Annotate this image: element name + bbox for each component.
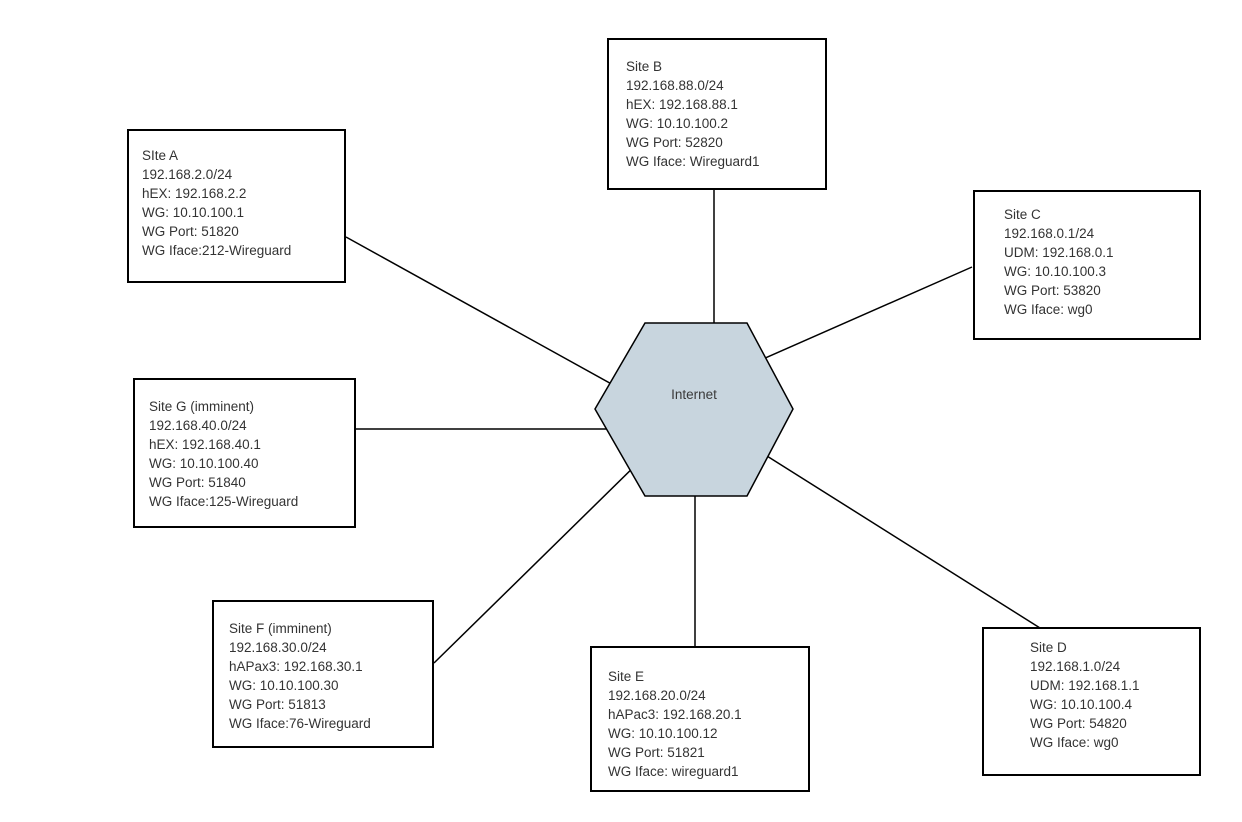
site-b-wg-port: WG Port: 52820 <box>626 135 723 150</box>
internet-hexagon <box>594 322 794 497</box>
site-b-wg-iface: WG Iface: Wireguard1 <box>626 154 760 169</box>
site-g-wg-iface: WG Iface:125-Wireguard <box>149 494 299 509</box>
site-d-title: Site D <box>1030 640 1067 655</box>
site-a-subnet: 192.168.2.0/24 <box>142 167 233 182</box>
site-a-router: hEX: 192.168.2.2 <box>142 186 247 201</box>
site-b-subnet: 192.168.88.0/24 <box>626 78 724 93</box>
site-f-subnet: 192.168.30.0/24 <box>229 640 327 655</box>
site-g-wg-ip: WG: 10.10.100.40 <box>149 456 259 471</box>
site-a-node: SIte A 192.168.2.0/24 hEX: 192.168.2.2 W… <box>127 129 346 283</box>
site-d-node: Site D 192.168.1.0/24 UDM: 192.168.1.1 W… <box>982 627 1201 776</box>
site-a-wg-ip: WG: 10.10.100.1 <box>142 205 245 220</box>
site-g-title: Site G (imminent) <box>149 399 255 414</box>
site-a-wg-port: WG Port: 51820 <box>142 224 239 239</box>
site-g-router: hEX: 192.168.40.1 <box>149 437 261 452</box>
site-e-wg-ip: WG: 10.10.100.12 <box>608 726 718 741</box>
site-c-wg-ip: WG: 10.10.100.3 <box>1004 264 1107 279</box>
site-a-title: SIte A <box>142 148 179 163</box>
site-b-node: Site B 192.168.88.0/24 hEX: 192.168.88.1… <box>607 38 827 190</box>
site-e-node: Site E 192.168.20.0/24 hAPac3: 192.168.2… <box>590 646 810 792</box>
site-f-wg-iface: WG Iface:76-Wireguard <box>229 716 371 731</box>
site-a-wg-iface: WG Iface:212-Wireguard <box>142 243 292 258</box>
site-f-router: hAPax3: 192.168.30.1 <box>229 659 363 674</box>
site-d-subnet: 192.168.1.0/24 <box>1030 659 1121 674</box>
site-f-wg-port: WG Port: 51813 <box>229 697 326 712</box>
site-f-wg-ip: WG: 10.10.100.30 <box>229 678 339 693</box>
site-d-wg-port: WG Port: 54820 <box>1030 716 1127 731</box>
site-f-title: Site F (imminent) <box>229 621 332 636</box>
site-e-router: hAPac3: 192.168.20.1 <box>608 707 742 722</box>
site-d-router: UDM: 192.168.1.1 <box>1030 678 1140 693</box>
site-e-title: Site E <box>608 669 645 684</box>
site-c-subnet: 192.168.0.1/24 <box>1004 226 1095 241</box>
site-c-node: Site C 192.168.0.1/24 UDM: 192.168.0.1 W… <box>973 190 1201 340</box>
site-b-wg-ip: WG: 10.10.100.2 <box>626 116 729 131</box>
site-f-node: Site F (imminent) 192.168.30.0/24 hAPax3… <box>212 600 434 748</box>
site-g-wg-port: WG Port: 51840 <box>149 475 246 490</box>
site-c-title: Site C <box>1004 207 1041 222</box>
site-e-wg-port: WG Port: 51821 <box>608 745 705 760</box>
site-d-wg-ip: WG: 10.10.100.4 <box>1030 697 1133 712</box>
site-e-wg-iface: WG Iface: wireguard1 <box>608 764 739 779</box>
site-g-subnet: 192.168.40.0/24 <box>149 418 247 433</box>
site-d-wg-iface: WG Iface: wg0 <box>1030 735 1119 750</box>
site-c-wg-iface: WG Iface: wg0 <box>1004 302 1093 317</box>
site-g-node: Site G (imminent) 192.168.40.0/24 hEX: 1… <box>133 378 356 528</box>
site-e-subnet: 192.168.20.0/24 <box>608 688 706 703</box>
site-c-router: UDM: 192.168.0.1 <box>1004 245 1114 260</box>
internet-node-label: Internet <box>671 387 717 402</box>
site-c-wg-port: WG Port: 53820 <box>1004 283 1101 298</box>
site-b-router: hEX: 192.168.88.1 <box>626 97 738 112</box>
site-b-title: Site B <box>626 59 663 74</box>
